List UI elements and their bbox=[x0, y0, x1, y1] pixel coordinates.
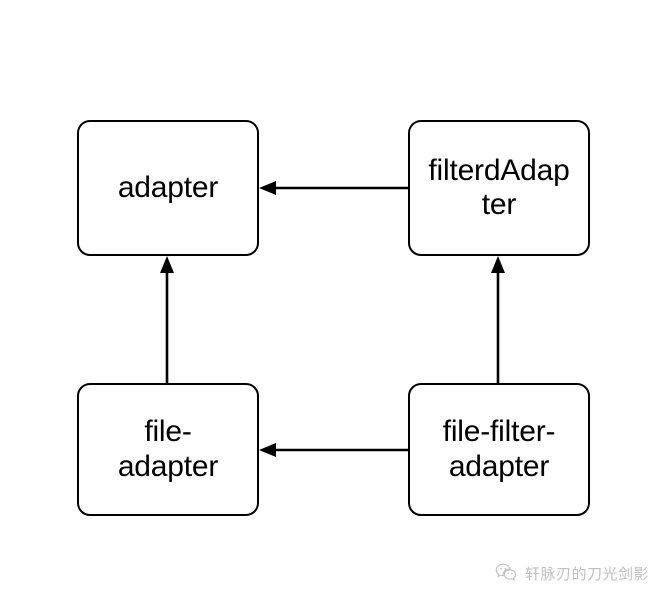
node-file-adapter-label: file- adapter bbox=[117, 415, 219, 483]
node-file-adapter[interactable]: file- adapter bbox=[77, 383, 259, 516]
node-adapter[interactable]: adapter bbox=[77, 120, 259, 256]
node-filterdadapter-label: filterdAdap ter bbox=[428, 153, 570, 222]
node-filterdadapter[interactable]: filterdAdap ter bbox=[408, 120, 590, 256]
watermark: 轩脉刃的刀光剑影 bbox=[494, 556, 664, 590]
edge-file-adapter-to-adapter bbox=[160, 256, 174, 383]
node-file-filter-adapter-label: file-filter- adapter bbox=[442, 415, 556, 483]
wechat-bubble-icon bbox=[495, 563, 517, 581]
watermark-text: 轩脉刃的刀光剑影 bbox=[525, 564, 650, 583]
edge-filterdadapter-to-adapter bbox=[259, 181, 408, 195]
node-file-filter-adapter[interactable]: file-filter- adapter bbox=[408, 383, 590, 516]
edge-file-filter-adapter-to-file-adapter bbox=[259, 443, 408, 457]
node-adapter-label: adapter bbox=[117, 170, 219, 204]
edge-file-filter-adapter-to-filterdadapter bbox=[491, 256, 505, 383]
